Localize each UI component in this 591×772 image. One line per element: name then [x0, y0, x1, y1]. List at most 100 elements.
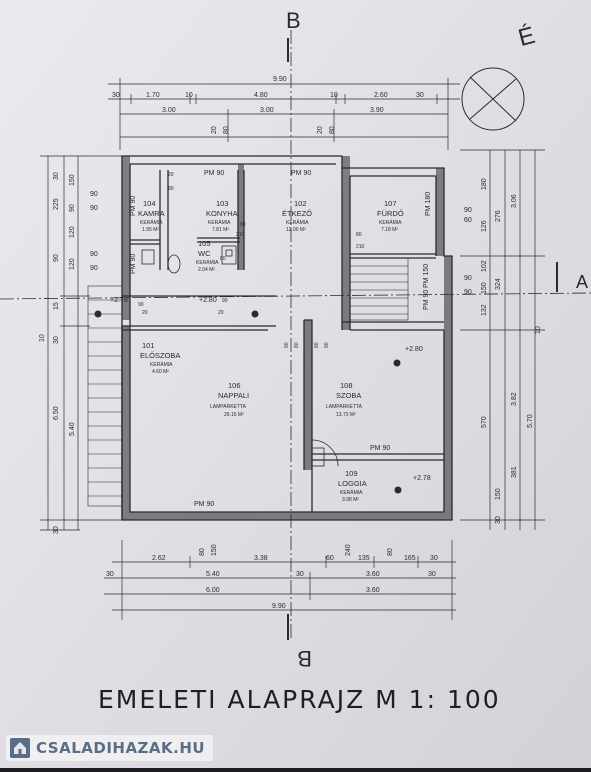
room-103-floor: KERÁMIA [208, 219, 231, 226]
right-outer-dim-8: 132 [481, 304, 488, 316]
room-109-name: LOGGIA [338, 479, 367, 488]
bottom-dim-3: 150 [211, 544, 218, 556]
left-inner-dim-3: 90 [90, 251, 98, 258]
right-outer-dim-9: 570 [481, 416, 488, 428]
top-dim-4: 4.80 [254, 92, 268, 99]
bottom-dimension-lines [104, 540, 456, 620]
top-dim-7: 30 [416, 92, 424, 99]
room-104-no: 104 [143, 199, 156, 208]
room-101-floor: KERÁMIA [150, 361, 173, 368]
int-dim-15: 90 [324, 342, 330, 348]
int-dim-9: 210 [356, 244, 365, 250]
right-outer-dim-13: 381 [511, 466, 518, 478]
bottom-row3-2: 3.60 [366, 587, 380, 594]
level-stair-left: +2.78 [110, 297, 128, 304]
right-outer-dim-12: 150 [495, 488, 502, 500]
left-total-dim: 10 [39, 334, 46, 342]
right-outer-dim-7: 150 [481, 282, 488, 294]
room-105-floor: KERÁMIA [196, 259, 219, 266]
room-103: 103 KONYHA KERÁMIA 7.81 M² [206, 199, 238, 233]
left-inner-dim-2: 90 [90, 205, 98, 212]
int-dim-6: 80 [168, 186, 174, 192]
level-hall: +2.80 [199, 297, 217, 304]
bottom-dim-4: 3.38 [254, 555, 268, 562]
staircase-right [349, 257, 409, 321]
bottom-row2-5: 30 [428, 571, 436, 578]
section-line-a [0, 292, 591, 300]
level-markers [94, 310, 402, 494]
pm-label-3: PM 90 [130, 196, 137, 216]
right-inner-dim-2: 60 [464, 217, 472, 224]
room-107: 107 FÜRDŐ KERÁMIA 7.18 M² [377, 199, 404, 233]
top-dim-row2-2: 3.00 [260, 107, 274, 114]
pm-label-2: PM 90 [291, 170, 311, 177]
room-104: 104 KAMRA KERÁMIA 1.95 M² [138, 199, 165, 233]
top-win-dim-2: 80 [223, 126, 230, 134]
room-109-no: 109 [345, 469, 358, 478]
room-103-name: KONYHA [206, 209, 238, 218]
bottom-dim-1: 2.62 [152, 555, 166, 562]
right-outer-dim-6: 324 [495, 278, 502, 290]
bottom-dim-6: 240 [345, 544, 352, 556]
left-outer-dim-8: 15 [53, 302, 60, 310]
right-inner-dim-1: 90 [464, 207, 472, 214]
left-outer-dim-1: 30 [53, 172, 60, 180]
pm-label-9: PM 90 [423, 290, 430, 310]
pm-label-8: PM 150 [423, 264, 430, 288]
watermark-text: CSALADIHAZAK.HU [36, 739, 206, 757]
room-106-name: NAPPALI [218, 391, 249, 400]
right-outer-dim-10: 3.82 [511, 392, 518, 406]
left-outer-dim-7: 120 [69, 258, 76, 270]
bottom-row2-4: 3.60 [366, 571, 380, 578]
top-dimension-lines [108, 78, 460, 150]
right-inner-dim-4: 90 [464, 289, 472, 296]
int-dim-10: 80 [240, 222, 246, 228]
right-outer-dim-5: 102 [481, 260, 488, 272]
room-108: 108 SZOBA LAMPARKETTA 13.73 M² [326, 381, 363, 418]
bottom-dim-5: 60 [326, 555, 334, 562]
int-dim-4: 90 [222, 298, 228, 304]
left-outer-dim-11: 6.50 [53, 406, 60, 420]
left-outer-dim-6: 90 [53, 254, 60, 262]
room-102-floor: KERÁMIA [286, 219, 309, 226]
pm-label-4: PM 90 [130, 254, 137, 274]
door-swing [311, 439, 339, 467]
room-101: 101 ELŐSZOBA KERÁMIA 4.60 M² [140, 341, 180, 375]
room-106: 106 NAPPALI LAMPARKETTA 29.15 M² [210, 381, 249, 418]
int-dim-12: 90 [284, 342, 290, 348]
right-outer-dim-1: 180 [481, 178, 488, 190]
top-overall-dim: 9.90 [273, 76, 287, 83]
right-outer-dim-14: 30 [495, 516, 502, 524]
room-101-no: 101 [142, 341, 155, 350]
right-dimension-lines [460, 149, 545, 530]
int-dim-7: 80 [220, 256, 226, 262]
bottom-dim-7: 135 [358, 555, 370, 562]
left-outer-dim-2: 225 [53, 198, 60, 210]
room-107-no: 107 [384, 199, 397, 208]
room-106-area: 29.15 M² [224, 412, 244, 418]
top-dim-3: 10 [185, 92, 193, 99]
section-b-label-bottom: B [297, 646, 312, 671]
room-108-area: 13.73 M² [336, 412, 356, 418]
room-109-area: 3.98 M² [342, 497, 359, 503]
bottom-row2-2: 5.40 [206, 571, 220, 578]
left-outer-dim-12: 30 [53, 526, 60, 534]
right-outer-dim-3: 276 [495, 210, 502, 222]
bottom-dim-9: 165 [404, 555, 416, 562]
room-107-name: FÜRDŐ [377, 209, 404, 218]
left-outer-dim-9: 30 [53, 336, 60, 344]
top-dim-row2-1: 3.00 [162, 107, 176, 114]
int-dim-11: 210 [236, 232, 245, 238]
bottom-row2-3: 30 [296, 571, 304, 578]
top-win-dim-3: 20 [317, 126, 324, 134]
top-dim-6: 2.60 [374, 92, 388, 99]
room-107-area: 7.18 M² [381, 227, 398, 233]
left-dimension-lines [40, 155, 122, 531]
room-106-floor: LAMPARKETTA [210, 404, 247, 410]
right-inner-dim-3: 90 [464, 275, 472, 282]
right-outer-dim-4: 3.06 [511, 194, 518, 208]
top-win-dim-1: 20 [211, 126, 218, 134]
bottom-dim-8: 80 [387, 548, 394, 556]
